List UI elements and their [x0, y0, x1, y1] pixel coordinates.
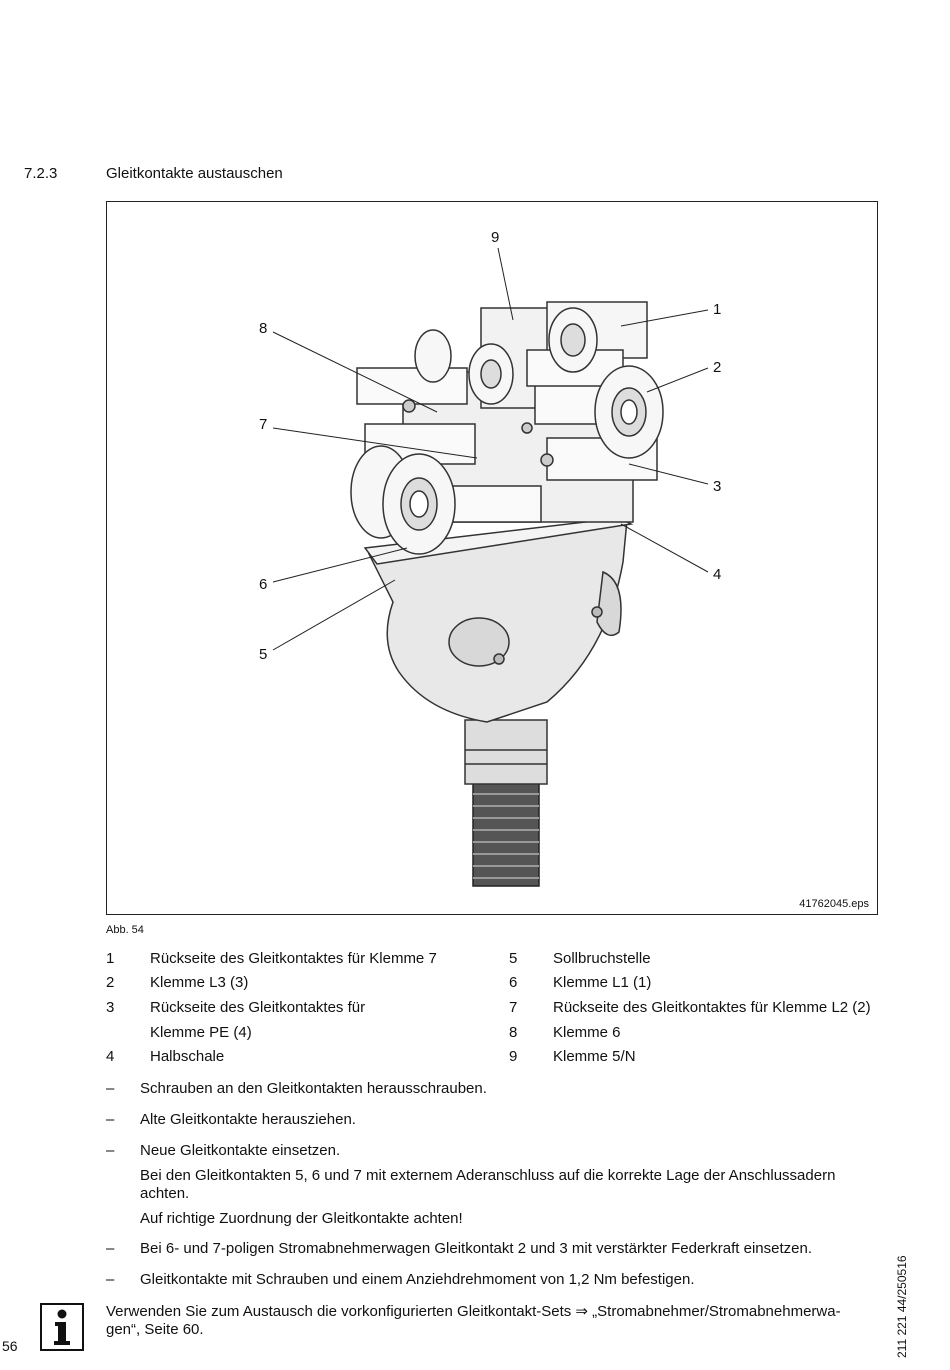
- figure-frame: 9 1 8 2 7 3 4 6 5 41762045.eps: [106, 201, 878, 915]
- callout-4: 4: [713, 566, 722, 583]
- callout-9: 9: [491, 229, 500, 246]
- legend-text: Sollbruchstelle: [553, 950, 651, 967]
- legend-num: 1: [106, 950, 115, 967]
- legend-text: Rückseite des Gleitkontaktes für Klemme …: [150, 950, 437, 967]
- legend-text: Halbschale: [150, 1048, 225, 1065]
- section-title: Gleitkontakte austauschen: [106, 165, 283, 182]
- figure-caption: Abb. 54: [106, 924, 144, 936]
- legend-num: 9: [509, 1048, 518, 1065]
- section-number: 7.2.3: [24, 165, 58, 182]
- callout-6: 6: [259, 576, 268, 593]
- step-text: Neue Gleitkontakte einsetzen.: [140, 1142, 341, 1159]
- page-number: 56: [2, 1338, 18, 1354]
- callout-1: 1: [713, 301, 722, 318]
- legend-text: Klemme PE (4): [150, 1024, 252, 1041]
- callout-3: 3: [713, 478, 722, 495]
- step-detail: Bei den Gleitkontakten 5, 6 und 7 mit ex…: [140, 1167, 836, 1202]
- info-icon: [40, 1303, 84, 1351]
- figure-filename: 41762045.eps: [799, 898, 869, 910]
- info-note-line1: Verwenden Sie zum Austausch die vorkonfi…: [106, 1303, 841, 1320]
- legend-text: Klemme 5/N: [553, 1048, 636, 1065]
- legend-num: 3: [106, 999, 115, 1016]
- legend-num: 5: [509, 950, 518, 967]
- legend-text: Klemme L1 (1): [553, 974, 652, 991]
- step-text: Alte Gleitkontakte herausziehen.: [140, 1111, 356, 1128]
- step-dash: –: [106, 1080, 115, 1097]
- step-text: Gleitkontakte mit Schrauben und einem An…: [140, 1271, 695, 1288]
- step-text: Bei 6- und 7-poligen Stromabnehmerwagen …: [140, 1240, 813, 1257]
- legend-text: Klemme 6: [553, 1024, 621, 1041]
- legend-num: 8: [509, 1024, 518, 1041]
- step-dash: –: [106, 1271, 115, 1288]
- step-dash: –: [106, 1142, 115, 1159]
- legend-text: Rückseite des Gleitkontaktes für Klemme …: [553, 999, 871, 1016]
- step-dash: –: [106, 1111, 115, 1128]
- info-note-line2: gen“, Seite 60.: [106, 1321, 204, 1338]
- legend-num: 7: [509, 999, 518, 1016]
- callout-2: 2: [713, 359, 722, 376]
- legend-num: 2: [106, 974, 115, 991]
- step-dash: –: [106, 1240, 115, 1257]
- callout-7: 7: [259, 416, 268, 433]
- legend-text: Klemme L3 (3): [150, 974, 249, 991]
- legend-text: Rückseite des Gleitkontaktes für: [150, 999, 366, 1016]
- cable-hose: [472, 781, 540, 887]
- document-id: 211 221 44/250516: [895, 1255, 909, 1358]
- callout-5: 5: [259, 646, 268, 663]
- step-text: Schrauben an den Gleitkontakten heraussc…: [140, 1080, 487, 1097]
- legend-num: 4: [106, 1048, 115, 1065]
- trolley-illustration: [272, 247, 709, 887]
- callout-8: 8: [259, 320, 268, 337]
- step-detail: Auf richtige Zuordnung der Gleitkontakte…: [140, 1210, 463, 1227]
- legend-num: 6: [509, 974, 518, 991]
